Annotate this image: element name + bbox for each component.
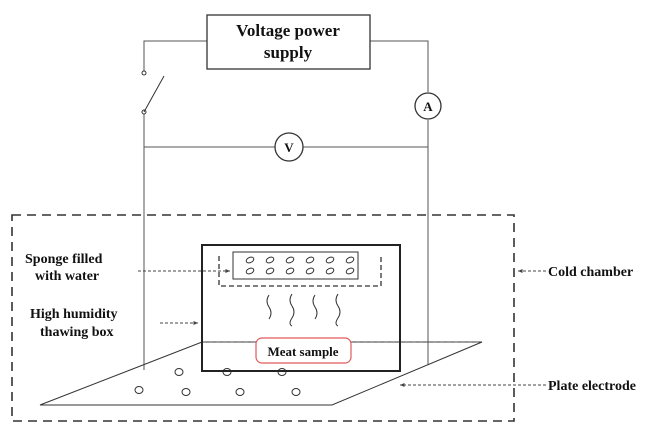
voltage-power-supply: Voltage power supply [206,14,371,70]
ammeter-symbol: A [423,99,433,114]
plate-electrode-label: Plate electrode [548,379,636,394]
thawing-box-label-line2: thawing box [40,325,114,340]
power-supply-label-line1: Voltage power [236,21,340,40]
sponge-label-line1: Sponge filled [25,252,103,267]
circuit-wires [143,40,429,370]
water-droplets [245,256,355,275]
voltmeter-symbol: V [284,140,294,155]
cold-chamber-label: Cold chamber [548,265,633,280]
cold-chamber-boundary [11,214,515,422]
voltmeter: V [274,132,304,162]
switch [141,70,165,115]
high-humidity-thawing-box [201,244,401,372]
sponge [232,251,359,280]
meat-sample: Meat sample [255,337,352,364]
meat-sample-label: Meat sample [267,344,338,359]
plate-electrode-holes [134,368,301,396]
sponge-label-line2: with water [35,269,99,284]
thawing-box-label-line1: High humidity [30,307,118,322]
power-supply-label-line2: supply [264,43,313,62]
ammeter: A [414,92,442,120]
vapor-lines [266,293,341,327]
